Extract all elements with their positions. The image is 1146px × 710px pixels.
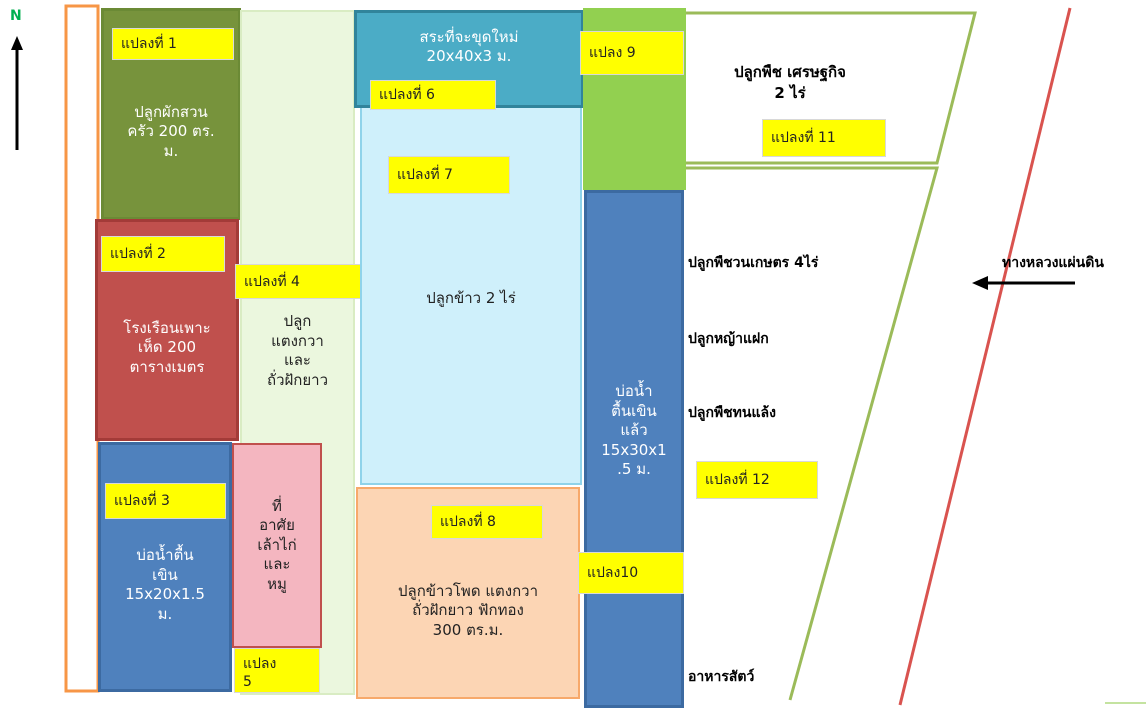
plot-3: บ่อน้ำตื้น เขิน 15x20x1.5 ม.	[98, 442, 232, 692]
plot-12-label-agroforestry: ปลูกพืชวนเกษตร 4ไร่	[688, 255, 819, 271]
plot-5-text: ที่ อาศัย เล้าไก่ และ หมู	[257, 496, 297, 593]
plot-1-text: ปลูกผักสวน ครัว 200 ตร. ม.	[127, 102, 215, 160]
plot-6-tag: แปลงที่ 6	[370, 80, 496, 110]
plot-5-tag: แปลง 5	[234, 648, 320, 693]
plot-2-text: โรงเรือนเพาะ เห็ด 200 ตารางเมตร	[123, 318, 211, 376]
plot-2-tag: แปลงที่ 2	[101, 236, 225, 272]
plot-10: บ่อน้ำ ตื้นเขิน แล้ว 15x30x1 .5 ม.	[584, 190, 684, 708]
plot-12-label-fodder: อาหารสัตว์	[688, 669, 755, 685]
plot-1-tag: แปลงที่ 1	[112, 28, 234, 60]
boundary-strip	[64, 4, 100, 693]
plot-11-outline	[686, 11, 977, 165]
highway-label: ทางหลวงแผ่นดิน	[1002, 255, 1104, 271]
plot-12-label-drought: ปลูกพืชทนแล้ง	[688, 405, 776, 421]
highway-line	[898, 7, 1072, 706]
plot-7-tag: แปลงที่ 7	[388, 156, 510, 194]
plot-8-tag: แปลงที่ 8	[431, 505, 543, 539]
plot-11-tag: แปลงที่ 11	[762, 119, 886, 157]
north-arrow-head	[11, 36, 23, 50]
plot-12-outline	[686, 166, 939, 701]
plot-5: ที่ อาศัย เล้าไก่ และ หมู	[232, 443, 322, 648]
plot-12-tag: แปลงที่ 12	[696, 461, 818, 499]
plot-8-text: ปลูกข้าวโพด แตงกวา ถั่วฝักยาว ฟักทอง 300…	[397, 581, 538, 639]
road-arrow-head	[972, 276, 988, 290]
plot-3-tag: แปลงที่ 3	[105, 483, 226, 519]
plot-4-tag: แปลงที่ 4	[235, 264, 361, 299]
plot-12-label-vetiver: ปลูกหญ้าแฝก	[688, 331, 769, 347]
plot-9-tag: แปลง 9	[580, 31, 684, 75]
plot-11-text: ปลูกพืช เศรษฐกิจ 2 ไร่	[734, 63, 846, 102]
plot-4-text: ปลูก แตงกวา และ ถั่วฝักยาว	[266, 312, 328, 389]
plot-10-text: บ่อน้ำ ตื้นเขิน แล้ว 15x30x1 .5 ม.	[601, 382, 667, 479]
plot-7-text: ปลูกข้าว 2 ไร่	[426, 289, 516, 307]
plot-3-text: บ่อน้ำตื้น เขิน 15x20x1.5 ม.	[125, 546, 205, 623]
plot-10-tag: แปลง10	[578, 552, 684, 594]
plot-1: ปลูกผักสวน ครัว 200 ตร. ม.	[101, 8, 241, 220]
north-label: N	[10, 8, 22, 24]
plot-6-text: สระที่จะขุดใหม่ 20x40x3 ม.	[419, 27, 519, 66]
